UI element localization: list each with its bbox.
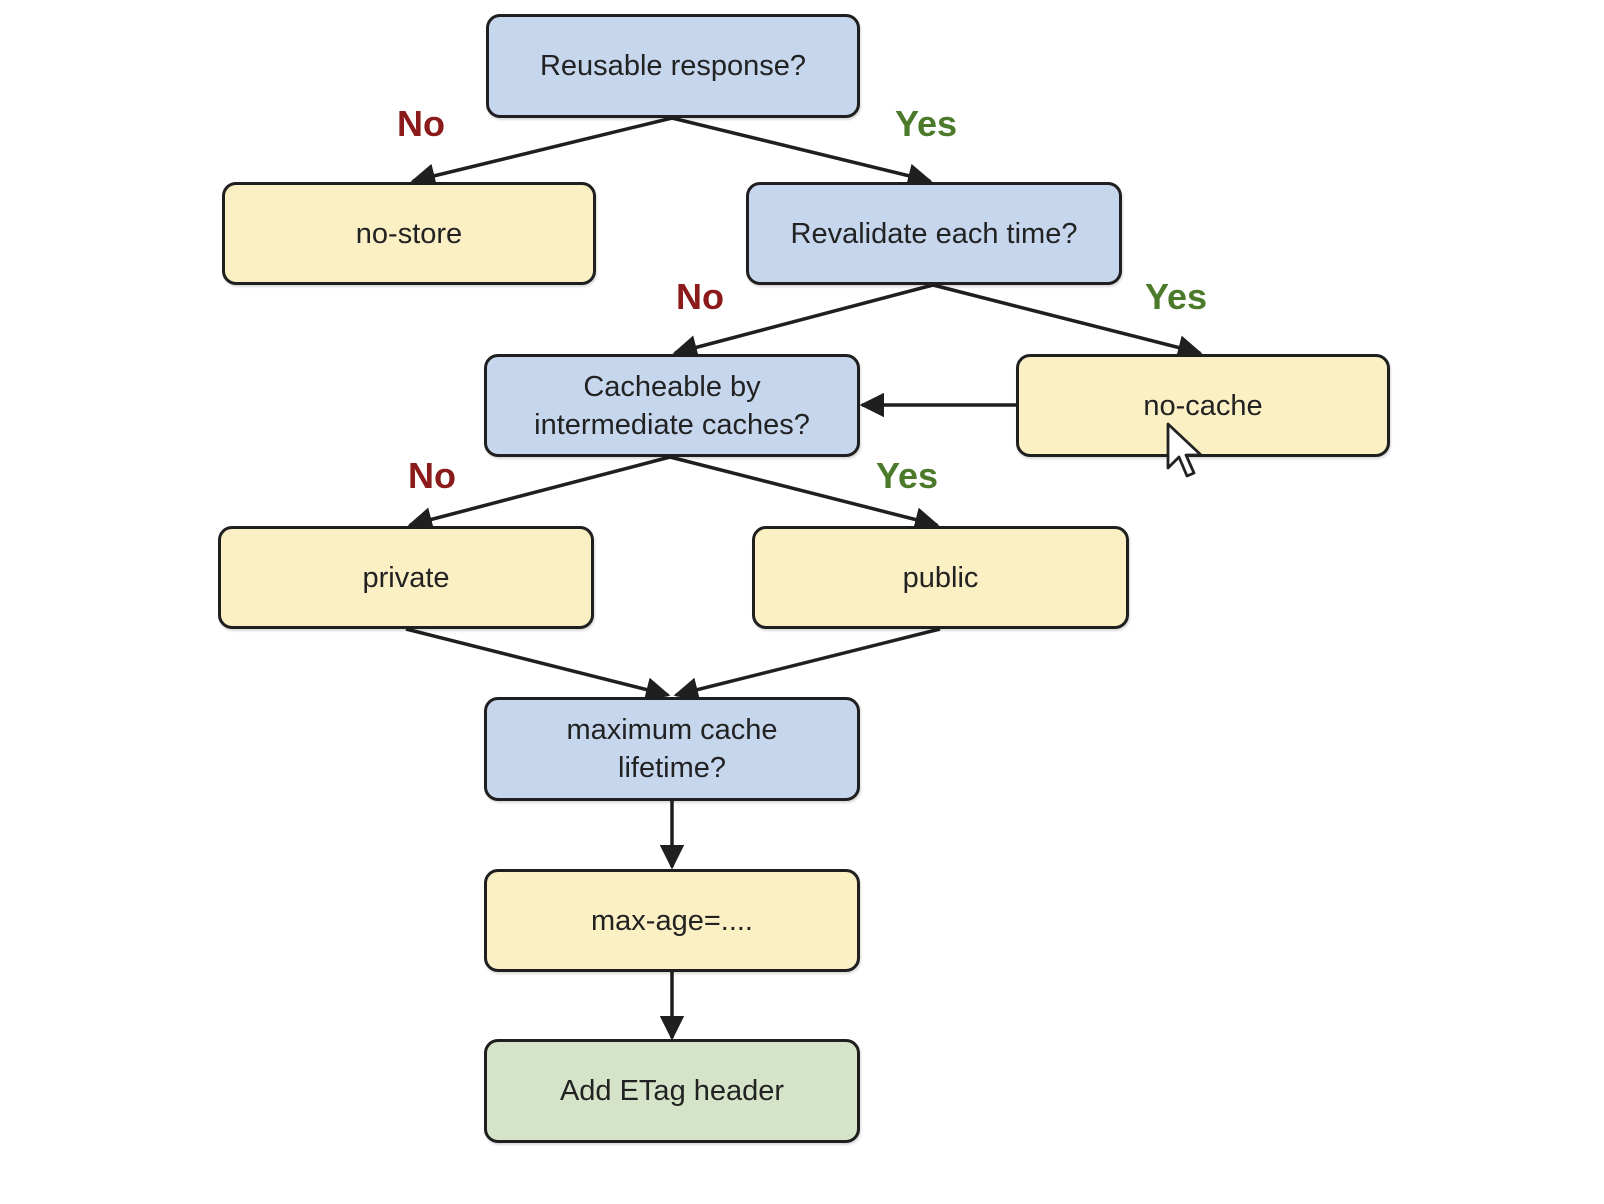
edge-reusable-yes (671, 116, 933, 188)
node-label: max-age=.... (591, 904, 753, 937)
node-no-cache: no-cache (1016, 354, 1390, 457)
node-label: maximum cache lifetime? (566, 714, 778, 784)
node-label: private (362, 561, 450, 594)
node-label: Reusable response? (539, 50, 806, 82)
branch-label-no: No (397, 103, 445, 144)
edge-revalidate-yes (932, 283, 1203, 360)
edge-cacheable-no (407, 455, 671, 532)
edge-public-to-lifetime (673, 627, 941, 702)
node-no-store: no-store (222, 182, 596, 285)
node-public: public (752, 526, 1129, 629)
branch-label-yes: Yes (1145, 276, 1208, 317)
node-maximum-cache-lifetime: maximum cache lifetime? (484, 697, 860, 801)
node-revalidate-each-time: Revalidate each time? (746, 182, 1122, 285)
edge-reusable-no (410, 116, 673, 188)
node-label: no-store (355, 217, 463, 250)
branch-label-yes: Yes (895, 103, 958, 144)
edge-cacheable-yes (669, 455, 940, 532)
node-label: Add ETag header (559, 1075, 785, 1107)
node-cacheable-intermediate: Cacheable by intermediate caches? (484, 354, 860, 457)
branch-label-yes: Yes (876, 455, 939, 496)
edge-revalidate-no (672, 283, 934, 360)
mouse-pointer-icon (1166, 422, 1203, 478)
node-label: Revalidate each time? (790, 217, 1078, 250)
node-reusable-response: Reusable response? (486, 14, 860, 118)
node-add-etag-header: Add ETag header (484, 1039, 860, 1143)
node-label: Cacheable by intermediate caches? (534, 370, 810, 441)
branch-label-no: No (676, 276, 724, 317)
edge-private-to-lifetime (405, 627, 671, 702)
node-max-age: max-age=.... (484, 869, 860, 972)
node-label: public (902, 561, 979, 594)
branch-label-no: No (408, 455, 456, 496)
node-private: private (218, 526, 594, 629)
node-label: no-cache (1143, 389, 1263, 422)
